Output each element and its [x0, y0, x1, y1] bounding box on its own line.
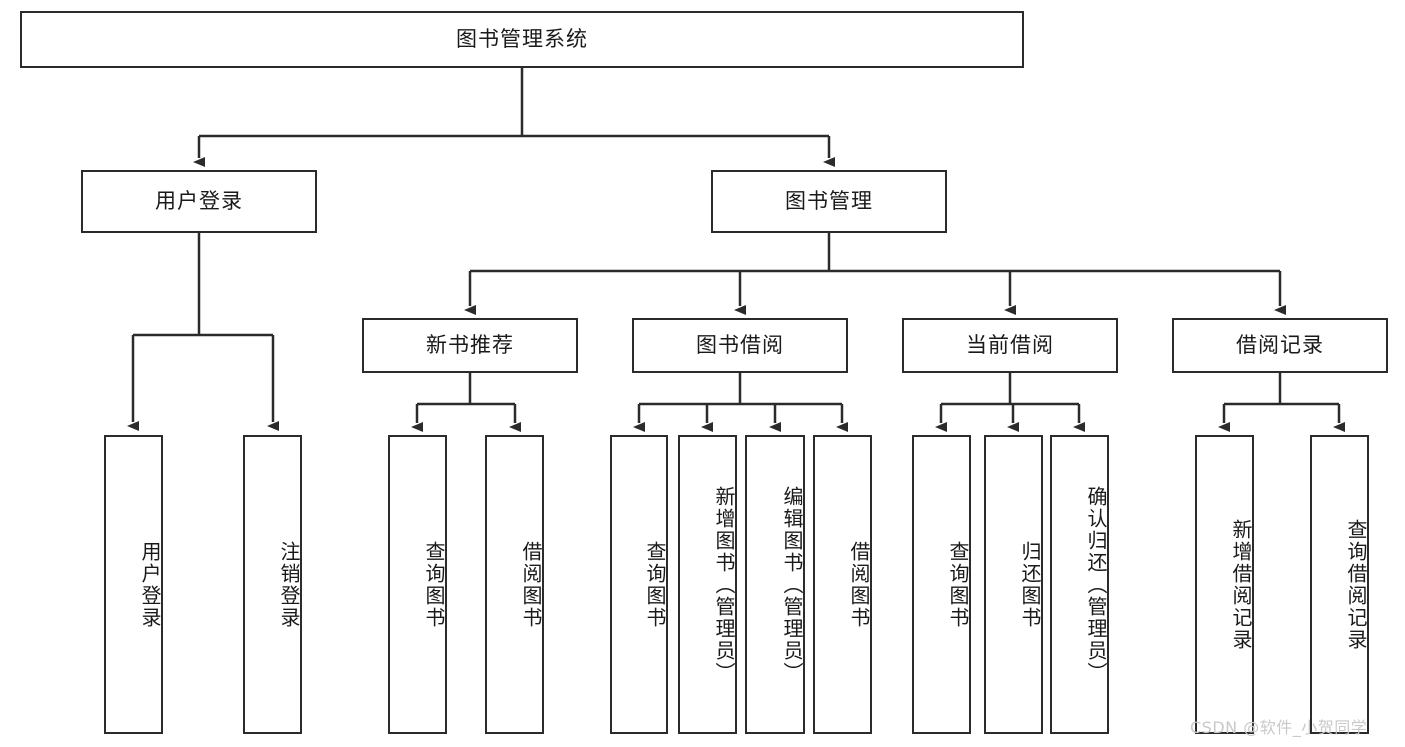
node-leaf-query-book-2-label: 查询图书 [643, 540, 667, 629]
node-leaf-logout[interactable]: 注销登录 [243, 435, 302, 734]
node-new-book-rec[interactable]: 新书推荐 [362, 318, 578, 373]
node-current-borrow[interactable]: 当前借阅 [902, 318, 1118, 373]
node-leaf-confirm-return-label: 确认归还（管理员） [1084, 485, 1108, 684]
node-current-borrow-label: 当前借阅 [966, 332, 1054, 357]
node-leaf-logout-label: 注销登录 [277, 540, 301, 629]
node-leaf-add-borrow-rec-label: 新增借阅记录 [1229, 518, 1253, 651]
node-leaf-user-login-label: 用户登录 [138, 540, 162, 629]
node-leaf-query-book-2[interactable]: 查询图书 [610, 435, 668, 734]
node-borrow-record-label: 借阅记录 [1236, 332, 1324, 357]
node-root-label: 图书管理系统 [456, 26, 588, 51]
node-leaf-borrow-book-1-label: 借阅图书 [519, 540, 543, 629]
node-leaf-borrow-book-2[interactable]: 借阅图书 [813, 435, 872, 734]
csdn-watermark: CSDN @软件_小贺同学 [1190, 718, 1368, 737]
node-leaf-return-book[interactable]: 归还图书 [984, 435, 1043, 734]
node-book-manage[interactable]: 图书管理 [711, 170, 947, 233]
node-leaf-edit-book-admin[interactable]: 编辑图书（管理员） [745, 435, 805, 734]
node-leaf-edit-book-admin-label: 编辑图书（管理员） [780, 485, 804, 684]
node-leaf-query-book-3[interactable]: 查询图书 [912, 435, 971, 734]
node-leaf-add-borrow-rec[interactable]: 新增借阅记录 [1195, 435, 1254, 734]
node-leaf-query-book-1-label: 查询图书 [422, 540, 446, 629]
node-new-book-rec-label: 新书推荐 [426, 332, 514, 357]
node-leaf-query-book-3-label: 查询图书 [946, 540, 970, 629]
node-book-manage-label: 图书管理 [785, 188, 873, 213]
node-leaf-query-borrow-rec-label: 查询借阅记录 [1344, 518, 1368, 651]
node-leaf-user-login[interactable]: 用户登录 [104, 435, 163, 734]
node-borrow-record[interactable]: 借阅记录 [1172, 318, 1388, 373]
node-leaf-return-book-label: 归还图书 [1018, 540, 1042, 629]
node-user-login[interactable]: 用户登录 [81, 170, 317, 233]
node-book-borrow[interactable]: 图书借阅 [632, 318, 848, 373]
node-root[interactable]: 图书管理系统 [20, 11, 1024, 68]
node-leaf-query-book-1[interactable]: 查询图书 [388, 435, 447, 734]
node-leaf-add-book-admin[interactable]: 新增图书（管理员） [678, 435, 737, 734]
node-leaf-add-book-admin-label: 新增图书（管理员） [712, 485, 736, 684]
node-leaf-query-borrow-rec[interactable]: 查询借阅记录 [1310, 435, 1369, 734]
node-book-borrow-label: 图书借阅 [696, 332, 784, 357]
node-leaf-borrow-book-2-label: 借阅图书 [847, 540, 871, 629]
node-user-login-label: 用户登录 [155, 188, 243, 213]
node-leaf-borrow-book-1[interactable]: 借阅图书 [485, 435, 544, 734]
node-leaf-confirm-return[interactable]: 确认归还（管理员） [1050, 435, 1109, 734]
